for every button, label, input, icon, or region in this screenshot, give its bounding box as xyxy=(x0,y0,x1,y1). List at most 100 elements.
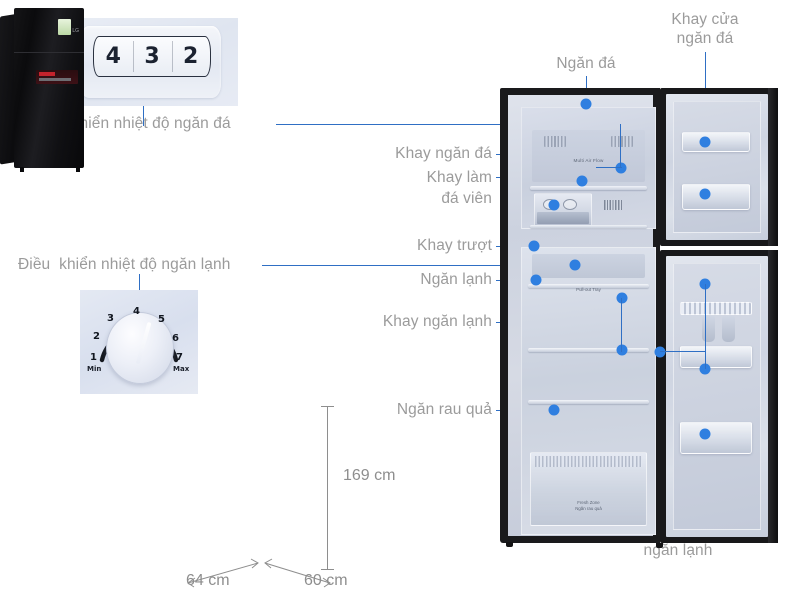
product-door-gap xyxy=(14,52,84,54)
freezer-compartment: Multi Air Flow xyxy=(521,107,656,229)
freezer-back-panel: Multi Air Flow xyxy=(532,130,645,182)
dim-width-value: 60 cm xyxy=(304,572,348,589)
freezer-door-bin-upper xyxy=(682,132,750,152)
freezer-bottom-rail xyxy=(530,225,647,228)
fridge-compartment: Pull-out Tray Fresh Zone Ngăn rau quả xyxy=(521,247,656,535)
fridge-light-panel xyxy=(532,254,645,278)
fridge-door-bottle-right xyxy=(722,316,735,342)
freezer-door-gasket xyxy=(673,101,761,233)
vegetable-drawer: Fresh Zone Ngăn rau quả xyxy=(530,452,647,526)
fridge-shelf-upper xyxy=(528,348,649,352)
dial-min-label: Min xyxy=(87,365,102,373)
leader-freezer-control-vertical xyxy=(143,106,145,126)
freezer-vent-left xyxy=(544,136,566,147)
dim-depth-arrow xyxy=(187,558,259,588)
dial-number-5: 5 xyxy=(158,314,165,325)
dial-max-label: Max xyxy=(173,365,190,373)
dot-freezer-shelf xyxy=(576,175,588,187)
brand-logo: LG xyxy=(72,28,79,34)
dial-knob[interactable] xyxy=(106,312,174,384)
cabinet-interior: Multi Air Flow Pull-out Tray xyxy=(508,95,656,536)
dot-fridge-door-rack-bottom xyxy=(699,428,711,440)
dial-number-7: 7 xyxy=(176,352,183,363)
fridge-temperature-dial-photo: 1 2 3 4 5 6 7 Min Max xyxy=(80,290,198,394)
dial-number-6: 6 xyxy=(172,333,179,344)
ice-cube-bin xyxy=(537,212,589,224)
cabinet-foot-left xyxy=(506,542,513,547)
product-body: LG xyxy=(14,8,84,168)
dot-ice-tray xyxy=(548,199,560,211)
fridge-door-bin-upper xyxy=(680,346,752,368)
fresh-zone-text: Fresh Zone Ngăn rau quả xyxy=(575,500,602,511)
dim-width-arrow xyxy=(264,558,331,588)
label-sliding-shelf: Khay trượt xyxy=(417,237,492,254)
fridge-door-bin-lower xyxy=(680,422,752,454)
ice-maker-tray xyxy=(534,193,592,227)
freezer-door-edge xyxy=(768,88,778,246)
energy-label-sticker xyxy=(58,19,71,35)
label-fridge-compartment: Ngăn lạnh xyxy=(420,271,492,288)
refrigerator-cutaway-illustration: Multi Air Flow Pull-out Tray xyxy=(500,88,778,548)
dot-fridge-compartment xyxy=(530,274,542,286)
freezer-vent-right xyxy=(611,136,633,147)
label-fridge-temp-control: Điều khiển nhiệt độ ngăn lạnh xyxy=(18,256,231,273)
dial-number-3: 3 xyxy=(107,313,114,324)
door-foot xyxy=(656,543,663,548)
freezer-setting-window[interactable]: 4 3 2 xyxy=(93,36,211,77)
dim-height-tick-top xyxy=(321,406,334,407)
crisper-humidity-grill xyxy=(535,456,642,467)
leader-freezer-door-rack xyxy=(705,52,707,112)
fresh-zone-subtitle: Ngăn rau quả xyxy=(575,505,602,511)
label-freezer-compartment: Ngăn đá xyxy=(556,55,616,72)
freezer-setting-value-2: 3 xyxy=(144,44,160,69)
dim-height-tick-bottom xyxy=(321,569,334,570)
dim-height-value: 169 cm xyxy=(343,467,396,484)
fridge-door-egg-rack xyxy=(680,302,752,315)
freezer-temperature-control-photo: 4 3 2 xyxy=(63,18,238,106)
leader-door-rack-mid-connector xyxy=(660,351,705,353)
label-freezer-door-rack: Khay cửa ngăn đá xyxy=(671,11,739,47)
dot-vegetable-drawer xyxy=(548,404,560,416)
freezer-door-bin-lower xyxy=(682,184,750,210)
dial-number-2: 2 xyxy=(93,331,100,342)
product-photo: LG xyxy=(0,0,112,176)
dot-freezer-door-rack-upper xyxy=(699,136,711,148)
label-freezer-shelf: Khay ngăn đá xyxy=(395,145,492,162)
freezer-door[interactable] xyxy=(660,88,778,246)
pullout-tray-text: Pull-out Tray xyxy=(576,287,601,292)
dot-fridge-temp-control xyxy=(569,259,581,271)
leader-door-rack-mid-vertical xyxy=(705,351,707,369)
leader-fridge-control-horizontal xyxy=(262,265,529,267)
leader-fridge-shelf-bend xyxy=(621,298,623,352)
freezer-setting-value-3: 2 xyxy=(182,44,199,69)
product-spec-badge xyxy=(36,70,78,84)
dot-freezer-compartment xyxy=(580,98,592,110)
leader-freezer-control-horizontal xyxy=(276,124,529,126)
product-foot-left xyxy=(20,167,24,172)
label-vegetable-drawer: Ngăn rau quả xyxy=(396,401,492,418)
fridge-shelf-lower xyxy=(528,400,649,404)
dot-sliding-shelf xyxy=(528,240,540,252)
leader-freezer-control-bend xyxy=(620,124,622,168)
leader-fridge-control-vertical xyxy=(139,274,141,291)
ice-tray-well-right xyxy=(563,199,577,210)
freezer-label-sticker xyxy=(604,200,622,210)
fridge-sliding-shelf xyxy=(528,284,649,288)
fresh-zone-title: Fresh Zone xyxy=(577,500,600,505)
fridge-door[interactable] xyxy=(660,250,778,543)
freezer-setting-value-1: 4 xyxy=(105,44,121,69)
dial-number-1: 1 xyxy=(90,352,97,363)
cabinet-shell: Multi Air Flow Pull-out Tray xyxy=(500,88,660,547)
product-foot-right xyxy=(76,167,80,172)
leader-freezer-control-into-dot xyxy=(596,167,622,169)
multi-air-flow-text: Multi Air Flow xyxy=(573,158,604,163)
dot-fridge-door-rack-mid2 xyxy=(699,363,711,375)
label-ice-tray: Khay làm đá viên xyxy=(426,169,492,207)
fridge-door-bottle-left xyxy=(702,316,715,342)
label-fridge-shelf: Khay ngăn lạnh xyxy=(382,313,492,330)
dim-depth-value: 64 cm xyxy=(186,572,230,589)
dial-pointer xyxy=(135,322,152,365)
dial-number-4: 4 xyxy=(133,306,140,317)
leader-door-rack-top-vertical xyxy=(705,284,707,351)
